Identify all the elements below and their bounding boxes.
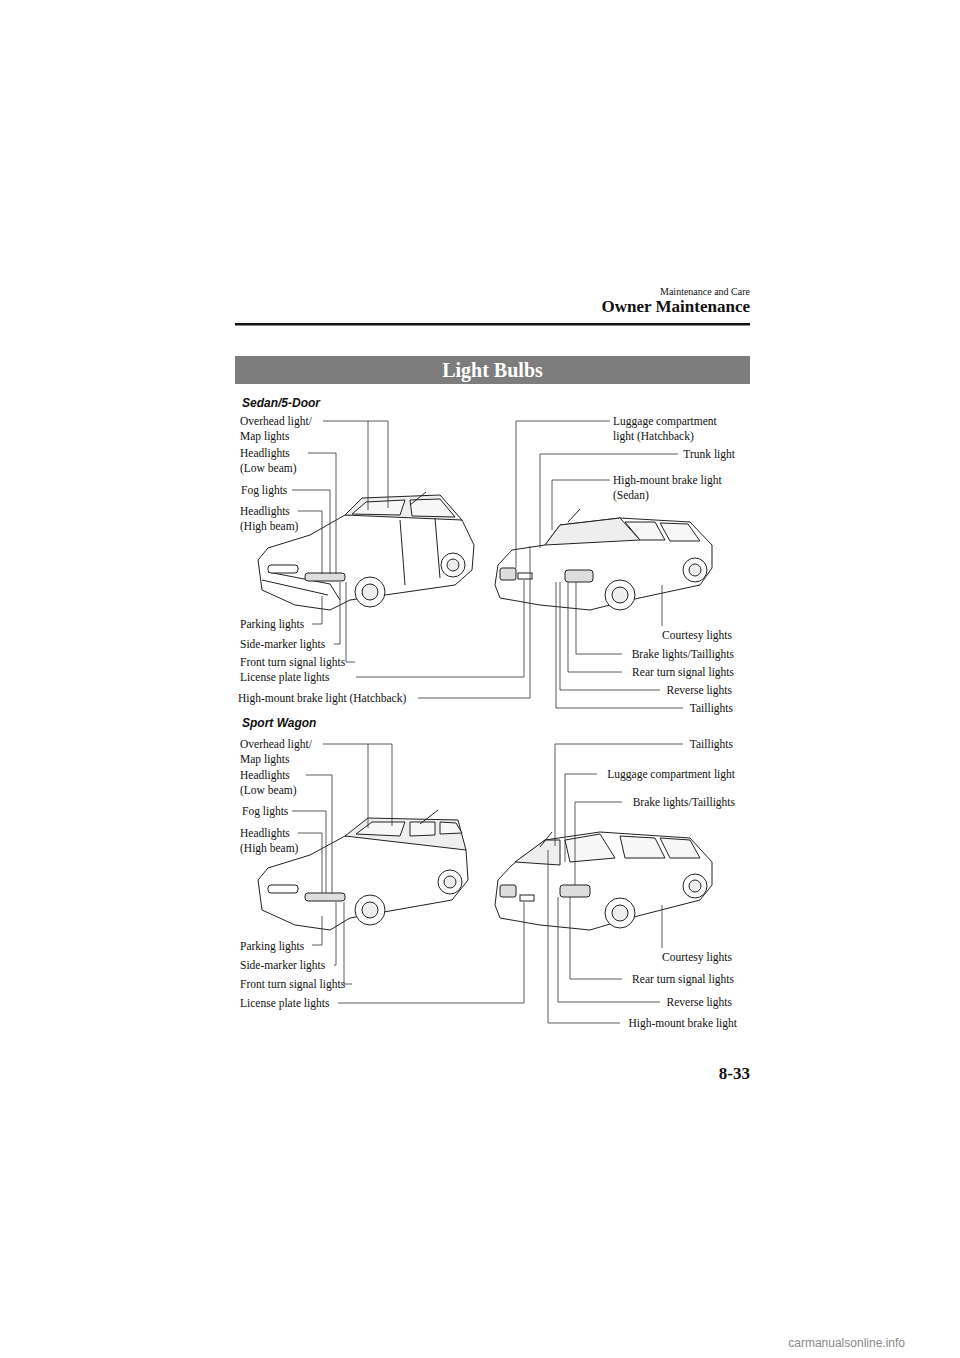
callout-label: Taillights <box>690 701 733 716</box>
callout-label: Headlights (Low beam) <box>240 768 308 798</box>
callout-label: Headlights (High beam) <box>240 826 308 856</box>
callout-label: Reverse lights <box>667 995 732 1010</box>
callout-label: Luggage compartment light (Hatchback) <box>613 414 733 444</box>
leader-lines <box>292 421 683 1023</box>
header-rule <box>235 323 750 326</box>
callout-label: Parking lights <box>240 939 304 954</box>
callout-label: High-mount brake light (Hatchback) <box>238 691 406 706</box>
callout-label: Side-marker lights <box>240 958 325 973</box>
callout-label: High-mount brake light (Sedan) <box>613 473 743 503</box>
callout-label: Courtesy lights <box>662 628 732 643</box>
callout-label: Front turn signal lights <box>240 655 345 670</box>
running-title: Owner Maintenance <box>602 297 750 317</box>
section-title: Light Bulbs <box>235 356 750 384</box>
callout-label: Rear turn signal lights <box>632 972 734 987</box>
callout-label: Brake lights/Taillights <box>633 795 735 810</box>
page-number: 8-33 <box>719 1066 750 1081</box>
model-heading: Sport Wagon <box>242 716 316 731</box>
callout-label: Side-marker lights <box>240 637 325 652</box>
callout-label: Reverse lights <box>667 683 732 698</box>
callout-label: License plate lights <box>240 670 329 685</box>
car-drawings <box>258 492 712 930</box>
callout-label: Trunk light <box>683 447 735 462</box>
callout-label: High-mount brake light <box>628 1016 737 1031</box>
callout-label: Headlights (Low beam) <box>240 446 308 476</box>
model-heading: Sedan/5-Door <box>242 396 320 411</box>
watermark: carmanualsonline.info <box>788 1336 905 1351</box>
callout-label: Fog lights <box>242 804 288 819</box>
callout-label: Overhead light/ Map lights <box>240 414 324 444</box>
callout-label: Courtesy lights <box>662 950 732 965</box>
callout-label: Rear turn signal lights <box>632 665 734 680</box>
callout-label: Headlights (High beam) <box>240 504 308 534</box>
callout-label: Front turn signal lights <box>240 977 345 992</box>
callout-label: Brake lights/Taillights <box>632 647 734 662</box>
running-header: Maintenance and Care <box>660 284 750 299</box>
callout-label: Luggage compartment light <box>607 767 735 782</box>
callout-label: License plate lights <box>240 996 329 1011</box>
callout-label: Overhead light/ Map lights <box>240 737 324 767</box>
callout-label: Parking lights <box>240 617 304 632</box>
callout-label: Fog lights <box>241 483 287 498</box>
callout-label: Taillights <box>690 737 733 752</box>
